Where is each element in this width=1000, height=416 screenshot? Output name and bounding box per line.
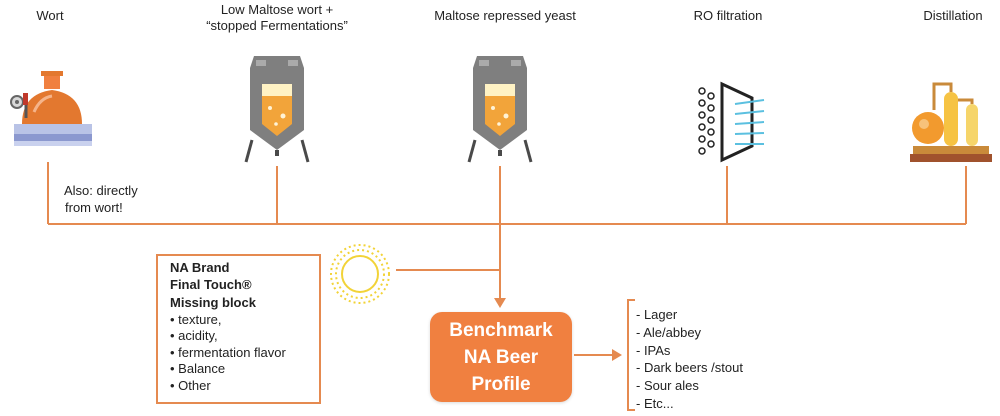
arrowhead-down	[494, 298, 506, 308]
brand-line1: NA Brand	[170, 260, 230, 275]
stage-label-maltose-repressed: Maltose repressed yeast	[434, 8, 576, 23]
benchmark-line2: NA Beer	[463, 346, 539, 368]
missing-block-content: NA Brand Final Touch® Missing block • te…	[170, 260, 286, 394]
missing-item: • fermentation flavor	[170, 344, 286, 360]
beer-style-item: - Lager	[636, 307, 678, 322]
stage-label-wort: Wort	[36, 8, 64, 23]
benchmark-line3: Profile	[471, 373, 531, 395]
benchmark-line1: Benchmark	[449, 319, 553, 341]
beer-styles-list: - Lager - Ale/abbey - IPAs - Dark beers …	[636, 306, 743, 413]
missing-block-box	[156, 254, 321, 404]
stage-label-low-maltose-line2: “stopped Fermentations”	[206, 18, 348, 33]
missing-item: • acidity,	[170, 328, 218, 343]
stage-label-low-maltose: Low Maltose wort + “stopped Fermentation…	[172, 2, 382, 34]
brand-line2: Final Touch®	[170, 276, 252, 292]
missing-item: • texture,	[170, 311, 222, 327]
beer-style-item: - Sour ales	[636, 378, 699, 394]
distillation-column-icon	[910, 82, 992, 162]
missing-block-heading: Missing block	[170, 295, 256, 310]
missing-item: • Balance	[170, 361, 226, 376]
brew-kettle-icon	[10, 71, 92, 146]
benchmark-profile-box: Benchmark NA Beer Profile	[430, 312, 572, 402]
missing-item: • Other	[170, 377, 211, 393]
note-line1: Also: directly	[64, 183, 138, 198]
sun-icon	[330, 244, 390, 304]
beer-style-item: - Dark beers /stout	[636, 360, 743, 376]
beer-style-item: - IPAs	[636, 342, 671, 358]
stage-label-ro: RO filtration	[693, 8, 763, 23]
membrane-filter-icon	[698, 81, 765, 163]
fermentation-tank-icon	[244, 56, 310, 163]
arrowhead-right	[612, 349, 622, 361]
beer-style-item: - Etc...	[636, 395, 674, 411]
beer-style-item: - Ale/abbey	[636, 324, 702, 340]
styles-bracket	[627, 299, 635, 411]
stage-label-low-maltose-line1: Low Maltose wort +	[220, 2, 334, 17]
note-line2: from wort!	[65, 200, 123, 215]
direct-from-wort-note: Also: directly from wort!	[64, 182, 138, 216]
fermentation-tank-icon	[467, 56, 533, 163]
stage-label-distillation: Distillation	[923, 8, 983, 23]
